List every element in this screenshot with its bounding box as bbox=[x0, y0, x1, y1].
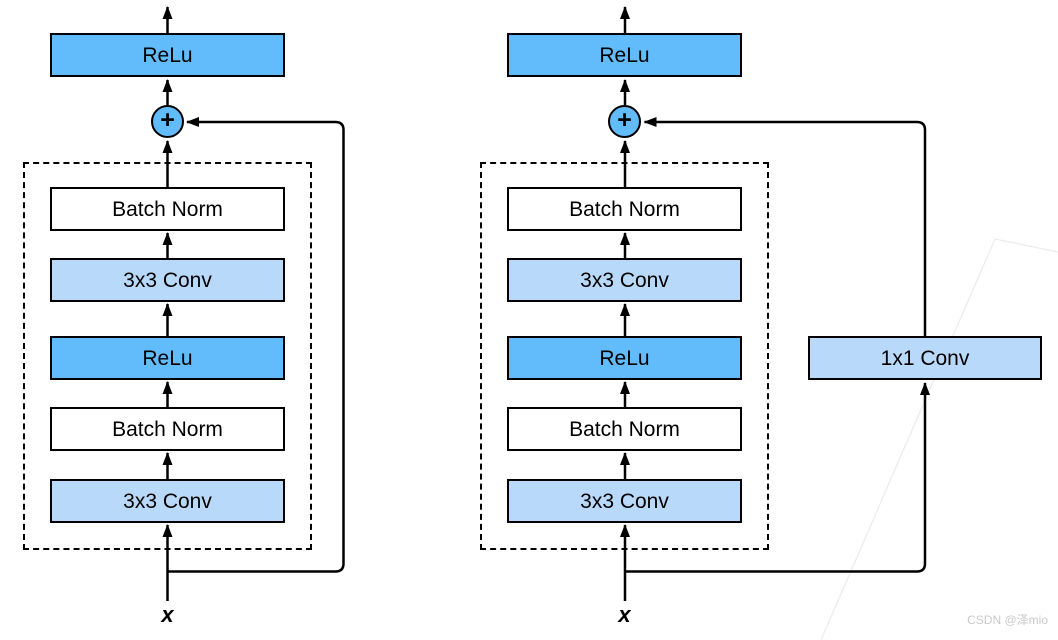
left-batchnorm1-box: Batch Norm bbox=[50, 187, 285, 231]
left-conv1-box: 3x3 Conv bbox=[50, 258, 285, 302]
right-1x1conv-to-add bbox=[643, 117, 927, 338]
right-add-node: + bbox=[608, 105, 641, 138]
right-shortcut-1x1conv-box: 1x1 Conv bbox=[808, 336, 1042, 380]
right-output-relu-box: ReLu bbox=[507, 33, 742, 77]
right-conv2-box: 3x3 Conv bbox=[507, 479, 742, 523]
left-skip-connection bbox=[167, 117, 345, 573]
left-conv2-box: 3x3 Conv bbox=[50, 479, 285, 523]
right-residual-dashed-box bbox=[480, 162, 769, 550]
left-residual-dashed-box bbox=[23, 162, 312, 550]
right-inner-relu-box: ReLu bbox=[507, 336, 742, 380]
left-output-relu-box: ReLu bbox=[50, 33, 285, 77]
left-inner-relu-box: ReLu bbox=[50, 336, 285, 380]
right-conv1-box: 3x3 Conv bbox=[507, 258, 742, 302]
background-watermark-line bbox=[820, 238, 1058, 640]
left-input-label: x bbox=[161, 602, 174, 627]
right-batchnorm2-box: Batch Norm bbox=[507, 407, 742, 451]
right-batchnorm1-box: Batch Norm bbox=[507, 187, 742, 231]
right-skip-to-1x1conv bbox=[625, 382, 930, 573]
left-add-node: + bbox=[151, 105, 184, 138]
left-batchnorm2-box: Batch Norm bbox=[50, 407, 285, 451]
csdn-watermark: CSDN @泽mio bbox=[967, 613, 1048, 627]
right-input-label: x bbox=[618, 602, 631, 627]
